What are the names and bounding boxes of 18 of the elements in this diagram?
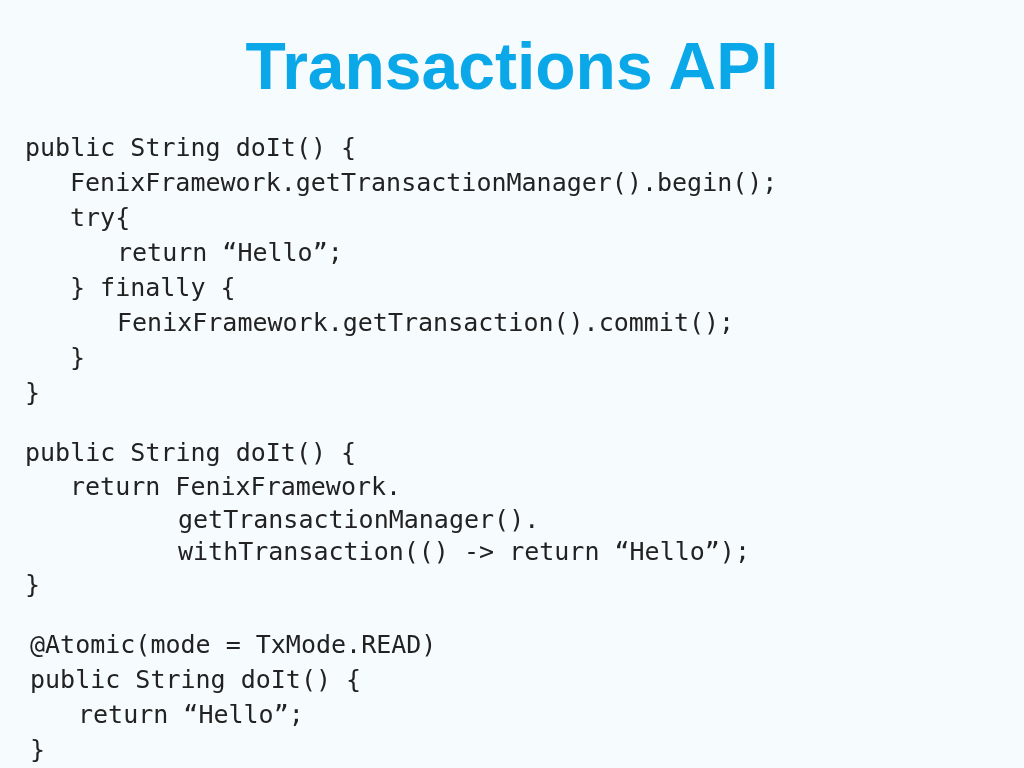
slide-title: Transactions API bbox=[245, 28, 779, 104]
code-line: getTransactionManager(). bbox=[178, 505, 540, 535]
code-line: } bbox=[25, 570, 41, 600]
code-line: } bbox=[25, 378, 41, 408]
code-line: public String doIt() { bbox=[25, 133, 357, 163]
code-line: public String doIt() { bbox=[30, 665, 362, 695]
code-line: try{ bbox=[70, 203, 131, 233]
code-line: return FenixFramework. bbox=[70, 472, 402, 502]
code-line: } bbox=[70, 343, 86, 373]
code-line: } bbox=[30, 735, 46, 765]
code-line: @Atomic(mode = TxMode.READ) bbox=[30, 630, 437, 660]
code-line: return “Hello”; bbox=[117, 238, 343, 268]
code-line: } finally { bbox=[70, 273, 236, 303]
code-line: public String doIt() { bbox=[25, 438, 357, 468]
code-line: FenixFramework.getTransactionManager().begin(); bbox=[70, 168, 778, 198]
code-line: return “Hello”; bbox=[78, 700, 304, 730]
code-line: withTransaction(() -> return “Hello”); bbox=[178, 537, 750, 567]
code-line: FenixFramework.getTransaction().commit(); bbox=[117, 308, 735, 338]
